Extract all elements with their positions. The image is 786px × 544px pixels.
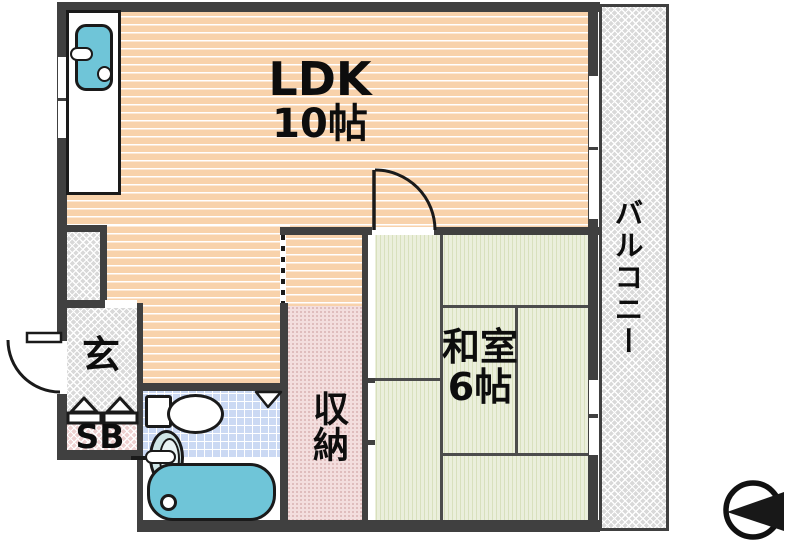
ldk-floor-main <box>62 8 594 230</box>
shoebox-label: SB <box>75 417 125 456</box>
genkan-floor <box>64 306 137 416</box>
storage-label: 収納 <box>307 390 348 462</box>
ldk-label: LDK 10帖 <box>235 52 405 148</box>
tatami-line <box>440 453 592 456</box>
washitsu-name: 和室 <box>441 325 518 369</box>
tatami-line <box>515 306 518 456</box>
entrance-door-icon <box>6 331 63 394</box>
window-kitchen-lower <box>58 101 66 138</box>
washitsu-door-icon <box>372 168 437 231</box>
wall-genkan-top <box>57 300 107 308</box>
kitchen-drain-icon <box>97 66 112 82</box>
wall-pipespace-right <box>100 225 107 308</box>
balcony-label: バルコニー <box>610 197 644 358</box>
wall-pipespace-top <box>60 225 107 232</box>
washitsu-door-opening <box>372 227 434 235</box>
balcony-floor <box>599 4 669 531</box>
entrance-door-opening <box>57 341 67 394</box>
wall-washitsu-top <box>434 227 600 235</box>
bathtub-drain-icon <box>160 494 177 511</box>
window-balcony-upper <box>589 76 598 147</box>
tatami-line <box>368 378 443 381</box>
window-washitsu-lower <box>589 418 598 455</box>
shoe-box-icon <box>66 396 139 425</box>
tatami-line <box>440 230 443 523</box>
genkan-opening <box>105 300 137 308</box>
washitsu-label: 和室 6帖 <box>405 325 555 409</box>
wall-right <box>588 2 598 532</box>
toilet-bowl-icon <box>167 394 224 434</box>
tatami-line <box>440 305 592 308</box>
bathtub-icon <box>147 463 276 521</box>
window-mullion <box>589 147 598 150</box>
dashes <box>281 235 285 305</box>
genkan-label: 玄 <box>81 333 120 377</box>
wall-bottom <box>137 520 600 532</box>
ldk-name: LDK <box>268 52 372 106</box>
window-kitchen-upper <box>58 57 66 98</box>
wall-bathroom-left <box>137 303 143 520</box>
window-washitsu-upper <box>589 380 598 414</box>
window-mullion <box>589 414 598 418</box>
wall-nook-top <box>280 227 372 235</box>
wall-genkan-bottom <box>57 450 143 460</box>
wall-top <box>57 2 600 12</box>
washitsu-size: 6帖 <box>447 364 513 409</box>
kitchen-faucet-icon <box>70 47 93 61</box>
sliding-door-track <box>368 235 375 520</box>
ldk-floor-nook <box>283 230 368 310</box>
ldk-size: 10帖 <box>272 101 368 148</box>
north-compass-icon <box>723 480 784 540</box>
wash-basin-faucet-icon <box>145 450 176 464</box>
sliding-door-tick <box>368 378 375 383</box>
window-mullion <box>58 98 66 101</box>
storage-floor <box>283 306 366 525</box>
pipe-space-floor <box>62 227 107 307</box>
wall-bathroom-top <box>137 383 286 391</box>
wash-basin-handle-line <box>131 456 151 460</box>
bathroom-door-icon <box>254 390 283 409</box>
window-balcony-lower <box>589 150 598 219</box>
sliding-door-tick <box>368 440 375 445</box>
washitsu-floor <box>368 230 592 523</box>
room-boundary-dashed-line <box>280 235 286 305</box>
wall-storage-right <box>362 227 370 520</box>
wall-storage-left <box>280 303 288 520</box>
